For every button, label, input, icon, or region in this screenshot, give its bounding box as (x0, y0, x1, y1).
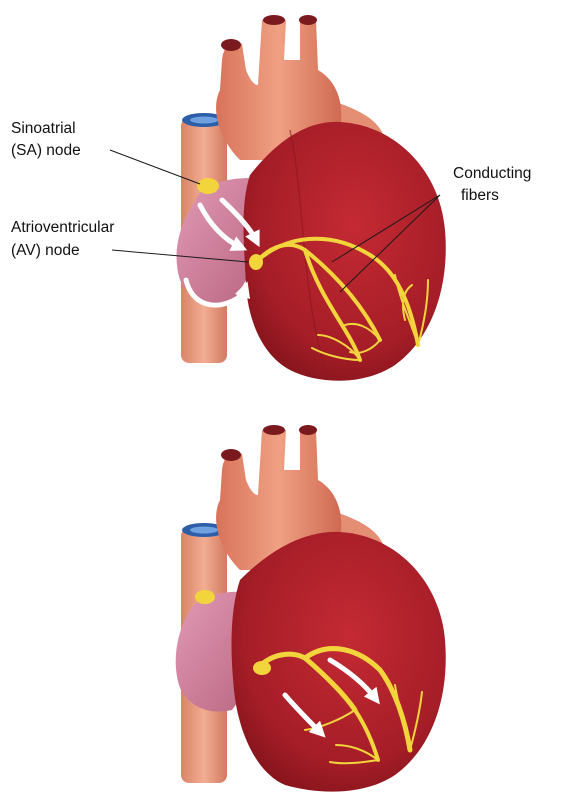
av-node-label-line1: Atrioventricular (11, 219, 114, 236)
av-node-label-line2: (AV) node (11, 242, 80, 259)
sa-node-label-line2: (SA) node (11, 142, 81, 159)
sa-node-label-line1: Sinoatrial (11, 120, 76, 137)
sa-node (195, 590, 215, 604)
conducting-fibers-label-line2: fibers (461, 187, 499, 204)
bottom-heart (176, 425, 446, 792)
sa-node (197, 178, 219, 194)
conducting-fibers-label-line1: Conducting (453, 165, 531, 182)
top-heart: Sinoatrial (SA) node Atrioventricular (A… (11, 15, 531, 381)
